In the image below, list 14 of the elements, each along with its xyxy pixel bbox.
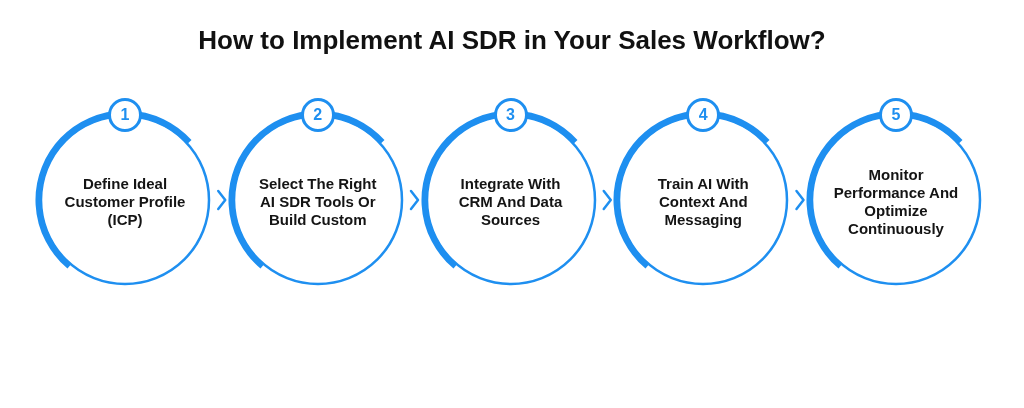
step-text: Train AI With Context And Messaging xyxy=(656,175,750,229)
step-text: Monitor Performance And Optimize Continuously xyxy=(832,166,960,238)
diagram-title: How to Implement AI SDR in Your Sales Workflow? xyxy=(197,24,827,56)
step-number-badge: 1 xyxy=(108,98,142,132)
step-number-badge: 3 xyxy=(493,98,528,132)
step-text: Select The Right AI SDR Tools Or Build Custom xyxy=(258,175,378,229)
step-number-badge: 4 xyxy=(686,98,721,132)
step-number-badge: 5 xyxy=(879,98,913,132)
step-number-badge: 2 xyxy=(300,98,335,132)
chevron-arrow xyxy=(795,189,805,211)
step-text: Integrate With CRM And Data Sources xyxy=(457,175,564,229)
step-text: Define Ideal Customer Profile (ICP) xyxy=(63,175,187,229)
chevron-arrow xyxy=(217,189,227,211)
chevron-arrow xyxy=(602,189,612,211)
